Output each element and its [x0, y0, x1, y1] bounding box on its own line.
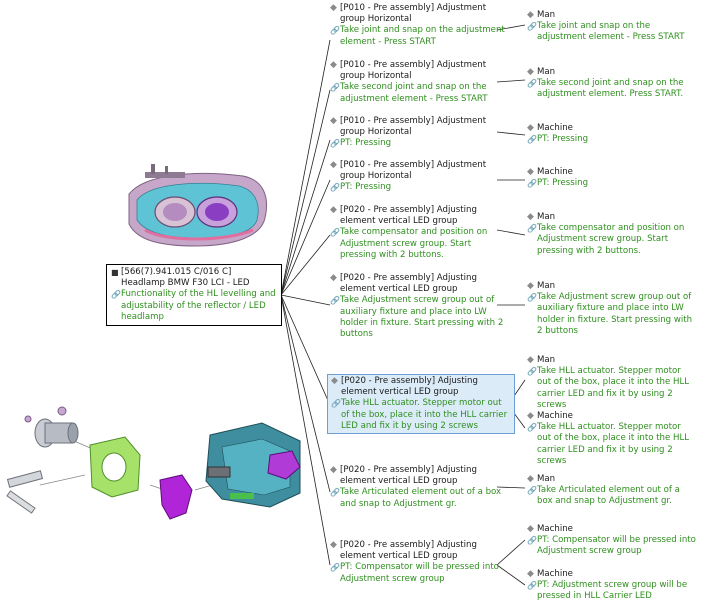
link-icon: 🔗	[527, 224, 537, 234]
leaf-node-8[interactable]: ◆Machine 🔗Take HLL actuator. Stepper mot…	[527, 411, 690, 466]
group-node-4[interactable]: ◆[P010 - Pre assembly] Adjustment group …	[330, 160, 487, 193]
link-icon: 🔗	[527, 423, 537, 433]
leaf-node-4[interactable]: ◆Machine 🔗PT: Pressing	[527, 167, 589, 189]
headlamp-image	[128, 164, 267, 247]
group-node-2[interactable]: ◆[P010 - Pre assembly] Adjustment group …	[330, 60, 488, 104]
link-icon: 🔗	[330, 563, 340, 573]
link-icon: 🔗	[330, 296, 340, 306]
diamond-icon: ◆	[330, 116, 337, 126]
link-icon: 🔗	[527, 179, 537, 189]
link-icon: 🔗	[111, 290, 121, 300]
leaf-node-1[interactable]: ◆Man 🔗Take joint and snap on the adjustm…	[527, 10, 685, 43]
link-icon: 🔗	[527, 581, 537, 591]
link-icon: 🔗	[527, 22, 537, 32]
diamond-icon: ◆	[527, 569, 534, 579]
diamond-icon: ◆	[330, 160, 337, 170]
root-title: [566(7).941.015 C/016 C] Headlamp BMW F3…	[121, 267, 250, 289]
diamond-icon: ◆	[527, 10, 534, 20]
link-icon: 🔗	[527, 367, 537, 377]
link-icon: 🔗	[330, 26, 340, 36]
link-icon: 🔗	[527, 536, 537, 546]
diamond-icon: ◆	[527, 67, 534, 77]
link-icon: 🔗	[330, 139, 340, 149]
group-node-7-selected[interactable]: ◆[P020 - Pre assembly] Adjusting element…	[327, 374, 515, 435]
link-icon: 🔗	[331, 399, 341, 409]
diamond-icon: ◆	[330, 273, 337, 283]
leaf-node-11[interactable]: ◆Machine 🔗PT: Adjustment screw group wil…	[527, 569, 688, 602]
leaf-node-10[interactable]: ◆Machine 🔗PT: Compensator will be presse…	[527, 524, 696, 557]
diamond-icon: ◆	[527, 167, 534, 177]
root-text: Functionality of the HL levelling and ad…	[121, 289, 276, 322]
actuator-assembly-image	[6, 406, 301, 520]
leaf-node-7[interactable]: ◆Man 🔗Take HLL actuator. Stepper motor o…	[527, 355, 690, 410]
diamond-icon: ◆	[330, 205, 337, 215]
group-node-5[interactable]: ◆[P020 - Pre assembly] Adjusting element…	[330, 205, 488, 260]
diamond-icon: ◆	[330, 540, 337, 550]
link-icon: 🔗	[330, 83, 340, 93]
group-node-9[interactable]: ◆[P020 - Pre assembly] Adjusting element…	[330, 540, 499, 584]
diamond-icon: ◆	[527, 524, 534, 534]
link-icon: 🔗	[330, 183, 340, 193]
group-node-8[interactable]: ◆[P020 - Pre assembly] Adjusting element…	[330, 465, 502, 509]
diamond-icon: ◆	[330, 465, 337, 475]
diamond-icon: ◆	[527, 474, 534, 484]
link-icon: 🔗	[527, 486, 537, 496]
diamond-icon: ◆	[330, 60, 337, 70]
group-node-1[interactable]: ◆[P010 - Pre assembly] Adjustment group …	[330, 3, 505, 47]
leaf-node-5[interactable]: ◆Man 🔗Take compensator and position on A…	[527, 212, 685, 256]
group-node-6[interactable]: ◆[P020 - Pre assembly] Adjusting element…	[330, 273, 504, 340]
link-icon: 🔗	[330, 228, 340, 238]
diamond-icon: ◆	[527, 411, 534, 421]
group-node-3[interactable]: ◆[P010 - Pre assembly] Adjustment group …	[330, 116, 487, 149]
link-icon: 🔗	[330, 488, 340, 498]
root-node[interactable]: ■ [566(7).941.015 C/016 C] Headlamp BMW …	[106, 264, 282, 327]
link-icon: 🔗	[527, 79, 537, 89]
square-icon: ■	[111, 268, 119, 277]
leaf-node-6[interactable]: ◆Man 🔗Take Adjustment screw group out of…	[527, 281, 693, 336]
diamond-icon: ◆	[527, 123, 534, 133]
leaf-node-2[interactable]: ◆Man 🔗Take second joint and snap on the …	[527, 67, 684, 100]
diamond-icon: ◆	[330, 3, 337, 13]
leaf-node-3[interactable]: ◆Machine 🔗PT: Pressing	[527, 123, 589, 145]
diamond-icon: ◆	[527, 212, 534, 222]
diamond-icon: ◆	[331, 376, 338, 386]
link-icon: 🔗	[527, 135, 537, 145]
diamond-icon: ◆	[527, 281, 534, 291]
leaf-node-9[interactable]: ◆Man 🔗Take Articulated element out of a …	[527, 474, 680, 507]
link-icon: 🔗	[527, 293, 537, 303]
diamond-icon: ◆	[527, 355, 534, 365]
